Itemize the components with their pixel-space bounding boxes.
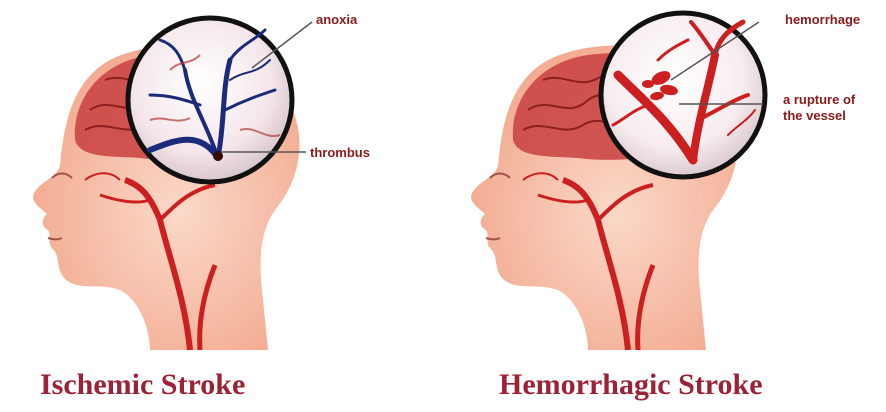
magnifier-lens — [128, 18, 292, 182]
ischemic-stroke-panel: anoxia thrombus Ischemic Stroke — [0, 0, 443, 412]
label-hemorrhage: hemorrhage — [785, 12, 860, 28]
hemorrhagic-stroke-panel: hemorrhage a rupture of the vessel Hemor… — [443, 0, 886, 412]
label-anoxia: anoxia — [316, 12, 357, 28]
hemorrhagic-caption: Hemorrhagic Stroke — [499, 368, 763, 402]
label-rupture-line2: the vessel — [783, 108, 846, 124]
thrombus-clot — [213, 151, 223, 161]
label-rupture-line1: a rupture of — [783, 92, 855, 108]
ischemic-caption: Ischemic Stroke — [40, 368, 245, 402]
label-thrombus: thrombus — [310, 145, 370, 161]
hemorrhagic-head-illustration — [443, 0, 886, 412]
ischemic-head-illustration — [0, 0, 443, 412]
